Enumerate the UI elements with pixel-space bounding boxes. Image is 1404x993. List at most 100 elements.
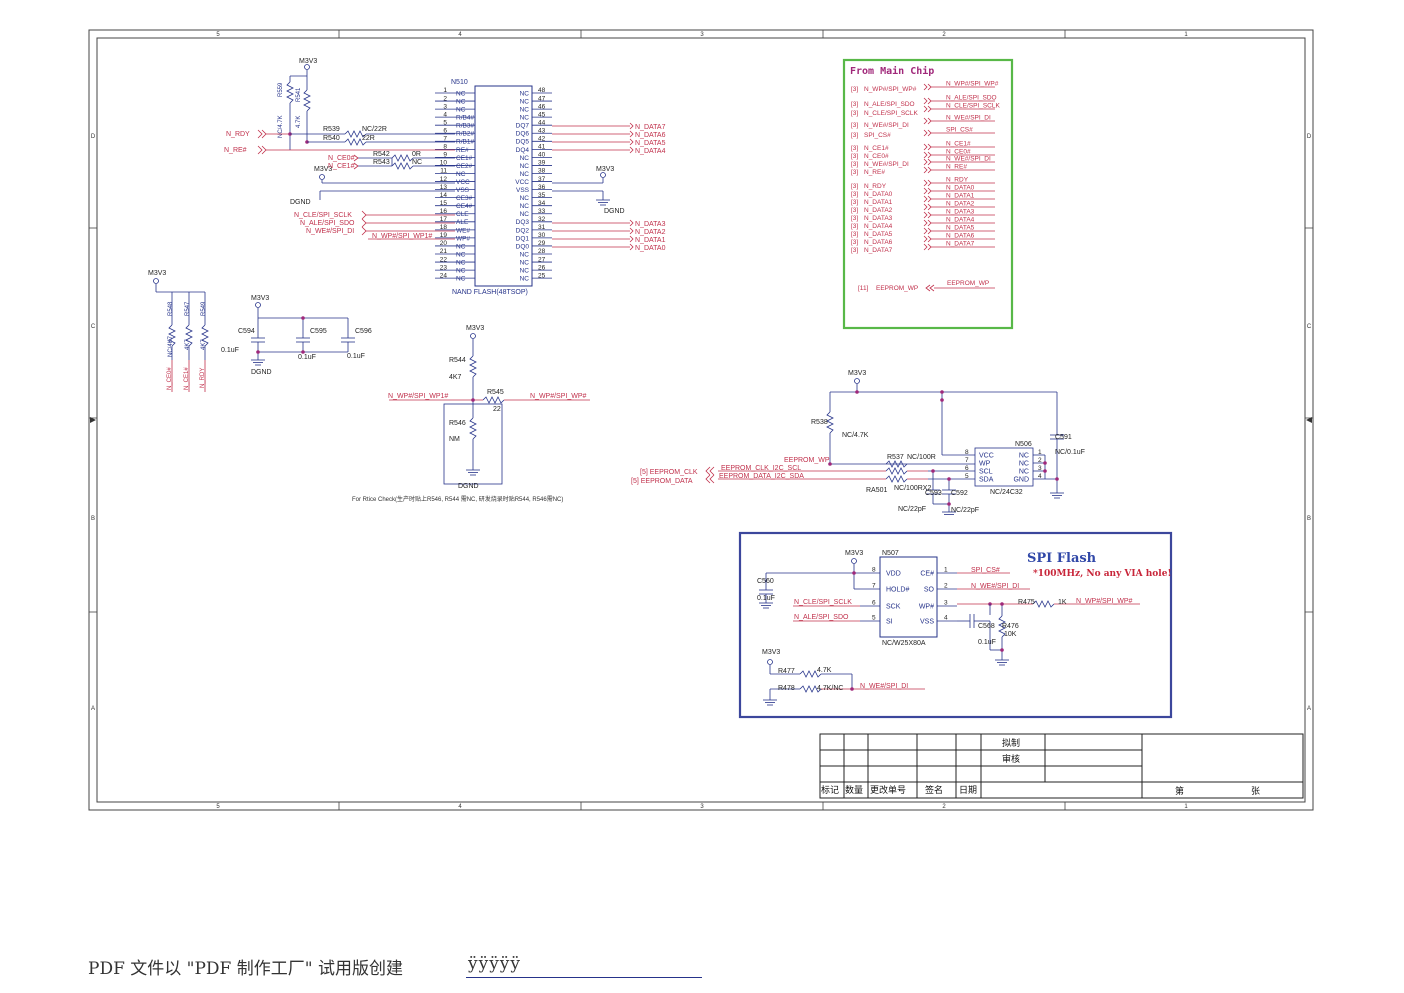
main-chip-row-tag: [3] xyxy=(851,122,858,129)
main-chip-eeprom-out: EEPROM_WP xyxy=(947,280,989,287)
r537-ref: R537 xyxy=(887,454,904,461)
nand-pin-number: 20 xyxy=(440,240,448,247)
main-chip-row-arrow xyxy=(923,129,928,137)
nand-pin-name: DQ3 xyxy=(516,219,530,226)
r539-ref: R539 xyxy=(323,126,340,133)
main-chip-row-out: N_ALE/SPI_SDO xyxy=(946,95,997,102)
main-chip-row-arrow xyxy=(923,105,928,113)
spi-pin-number: 2 xyxy=(944,583,948,590)
nand-pin-number: 4 xyxy=(443,111,447,118)
r538-ref: R538 xyxy=(811,419,828,426)
r540-ref: R540 xyxy=(323,135,340,142)
main-chip-frame xyxy=(842,58,1014,330)
main-chip-row-tag: [3] xyxy=(851,153,858,160)
nand-chip-body[interactable] xyxy=(474,85,533,287)
r547-ref: R547 xyxy=(185,301,191,316)
main-chip-row-arrow xyxy=(923,151,928,159)
main-chip-row-tag: [3] xyxy=(851,199,858,206)
nand-pin-number: 35 xyxy=(538,192,546,199)
spi-flash-subtitle: *100MHz, No any VIA hole! xyxy=(1033,569,1171,579)
nand-pin-name: NC xyxy=(456,90,466,97)
r549-value: 4K7 xyxy=(201,339,207,350)
main-chip-row-tag: [3] xyxy=(851,215,858,222)
nand-pin-number: 26 xyxy=(538,264,546,271)
main-chip-row-arrow xyxy=(927,243,932,251)
main-chip-row-arrow xyxy=(923,117,928,125)
eeprom-pin-name: WP xyxy=(979,461,991,468)
nand-pin-number: 12 xyxy=(440,176,448,183)
nand-pin-number: 17 xyxy=(440,216,448,223)
eeprom-pin-name: VCC xyxy=(979,453,994,460)
nand-pin-name: R/B3# xyxy=(456,123,474,130)
main-chip-row-tag: [3] xyxy=(851,247,858,254)
spi-pin-name: VDD xyxy=(886,571,901,578)
pullup-block: M3V3 R548 NC/4K7 R547 4K7 R549 4K7 N_CE0… xyxy=(148,270,209,392)
ra501-value: NC/100RX2 xyxy=(894,485,931,492)
main-chip-row-arrow xyxy=(923,243,928,251)
r542-ref: R542 xyxy=(373,151,390,158)
nand-name: NAND FLASH(48TSOP) xyxy=(452,289,528,296)
c592-ref: C592 xyxy=(951,490,968,497)
pullup-net-ce0: N_CE0# xyxy=(167,367,173,390)
r540-value: 22R xyxy=(362,135,375,142)
net-n-data5: N_DATA5 xyxy=(635,140,666,147)
net-n-data1: N_DATA1 xyxy=(635,237,666,244)
eeprom-name: NC/24C32 xyxy=(990,489,1023,496)
main-chip-row-out: N_WP#/SPI_WP# xyxy=(946,81,999,88)
nand-pin-name: DQ2 xyxy=(516,227,530,234)
main-chip-row-net: N_WE#/SPI_DI xyxy=(864,122,909,129)
nand-pin-name: DQ5 xyxy=(516,139,530,146)
nand-ref: N510 xyxy=(451,79,468,86)
nand-pin-name: R/B1# xyxy=(456,139,474,146)
eeprom-net-data: EEPROM_DATA_I2C_SDA xyxy=(719,473,804,480)
spi-net-so: N_WE#/SPI_DI xyxy=(971,583,1019,590)
nand-pin-name: CE1# xyxy=(456,155,473,162)
main-chip-row-out: N_RE# xyxy=(946,164,967,171)
pdf-footer-link[interactable]: ÿÿÿÿÿ xyxy=(468,954,522,974)
title-col-change: 更改单号 xyxy=(870,784,906,795)
r544-value: 4K7 xyxy=(449,374,462,381)
zone-left-c: C xyxy=(91,324,96,330)
main-chip-row-net: N_DATA4 xyxy=(864,223,893,230)
nand-pin-name: CE2# xyxy=(456,163,473,170)
spi-flash-chip-body[interactable] xyxy=(879,556,938,638)
spi-pin-name: CE# xyxy=(920,571,934,578)
nand-pin-name: DQ7 xyxy=(516,123,530,130)
eeprom-pin-number: 6 xyxy=(965,465,969,472)
main-chip-row-out: N_DATA4 xyxy=(946,217,975,224)
nand-pin-number: 30 xyxy=(538,232,546,239)
main-chip-row-out: N_DATA3 xyxy=(946,209,975,216)
wp-dgnd-label: DGND xyxy=(458,483,479,490)
rtice-check-note: For Rtice Check(生产时贴上R546, R544 需NC, 研发烧… xyxy=(352,495,563,503)
eeprom-pin-number: 3 xyxy=(1038,465,1042,472)
main-chip-row-tag: [3] xyxy=(851,239,858,246)
main-chip-row-net: N_CE0# xyxy=(864,153,889,160)
main-chip-eeprom-tag: [11] xyxy=(858,285,869,292)
spi-flash-block: SPI Flash *100MHz, No any VIA hole! N507… xyxy=(738,531,1173,719)
nand-pin-name: WP# xyxy=(456,235,470,242)
main-chip-row-arrow xyxy=(923,203,928,211)
main-chip-row-net: N_DATA1 xyxy=(864,199,893,206)
nand-pin-name: CLE xyxy=(456,211,469,218)
nand-pin-number: 3 xyxy=(443,103,447,110)
nand-vcc-right-label: M3V3 xyxy=(596,166,614,173)
nand-pin-number: 47 xyxy=(538,95,546,102)
nand-pin-number: 29 xyxy=(538,240,546,247)
nand-pin-name: NC xyxy=(456,243,466,250)
eeprom-pin-name: NC xyxy=(1019,469,1029,476)
main-chip-row-arrow xyxy=(927,195,932,203)
main-chip-row-net: N_ALE/SPI_SDO xyxy=(864,101,915,108)
main-chip-row-tag: [3] xyxy=(851,183,858,190)
main-chip-row-tag: [3] xyxy=(851,191,858,198)
main-chip-row-out: N_DATA1 xyxy=(946,193,975,200)
r546-ref: R546 xyxy=(449,420,466,427)
main-chip-row-arrow xyxy=(927,179,932,187)
r548-ref: R548 xyxy=(168,301,174,316)
main-chip-row-out: N_DATA2 xyxy=(946,201,975,208)
nand-pin-name: DQ1 xyxy=(516,235,530,242)
nand-pin-number: 24 xyxy=(440,272,448,279)
nand-pin-number: 9 xyxy=(443,152,447,159)
c592-value: NC/22pF xyxy=(951,507,979,514)
